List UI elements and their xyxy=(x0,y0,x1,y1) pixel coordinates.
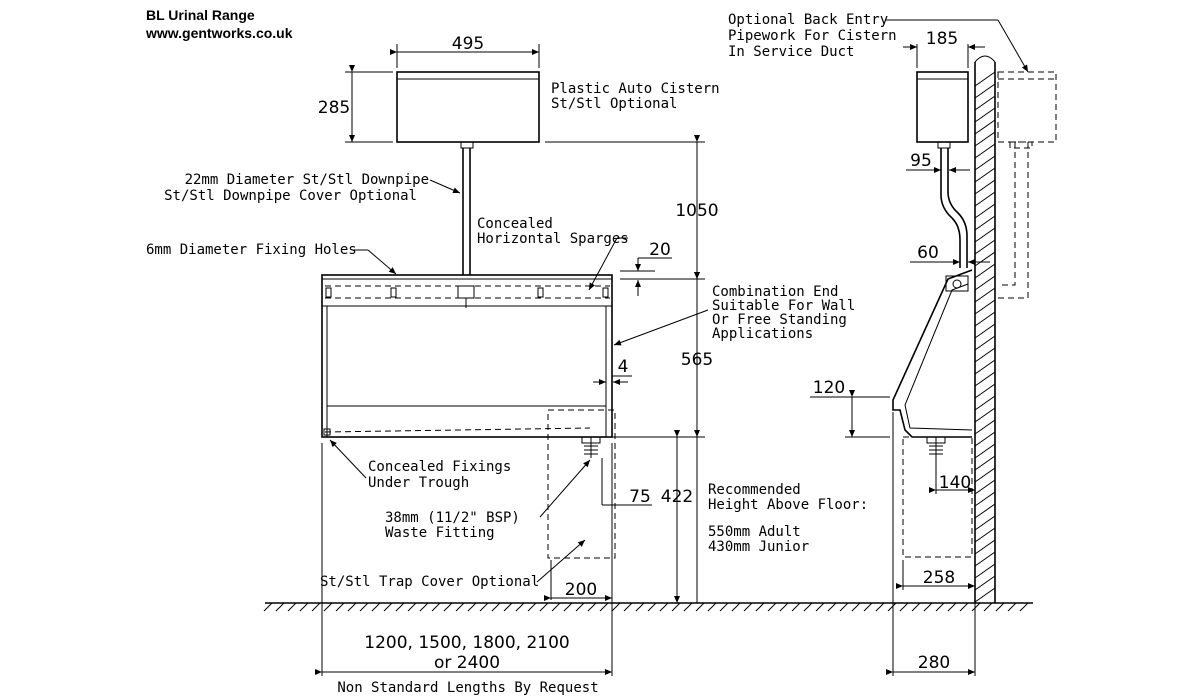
dim-pipe-height: 1050 xyxy=(675,201,718,221)
dim-overall-depth: 280 xyxy=(918,653,950,673)
label-back-entry-1: Optional Back Entry xyxy=(728,12,888,28)
cistern-side xyxy=(916,71,969,149)
label-fixings-2: Under Trough xyxy=(368,475,469,491)
wall-section xyxy=(974,55,996,603)
label-back-entry-3: In Service Duct xyxy=(728,44,854,60)
label-height-2: Height Above Floor: xyxy=(708,497,868,513)
front-view xyxy=(321,71,616,559)
side-labels: Optional Back Entry Pipework For Cistern… xyxy=(728,12,1029,73)
label-height-junior: 430mm Junior xyxy=(708,539,809,555)
label-cistern-2: St/Stl Optional xyxy=(551,96,677,112)
floor-line xyxy=(263,602,1033,612)
dim-sparge-gap: 20 xyxy=(649,240,671,260)
cistern-front xyxy=(396,71,540,149)
trough-side xyxy=(892,269,973,438)
dim-lengths-line2: or 2400 xyxy=(434,653,500,673)
dim-cistern-width: 495 xyxy=(452,34,484,54)
non-standard-note: Non Standard Lengths By Request xyxy=(337,680,598,696)
optional-duct-cistern xyxy=(997,71,1057,299)
dim-pipe-bottom-offset: 60 xyxy=(917,243,939,263)
label-downpipe-2: St/Stl Downpipe Cover Optional xyxy=(164,188,417,204)
front-dimensions: 495 285 1050 20 565 4 75 422 xyxy=(315,34,719,696)
label-back-entry-2: Pipework For Cistern xyxy=(728,28,897,44)
label-end-4: Applications xyxy=(712,326,813,342)
trap-cover xyxy=(547,409,616,559)
label-end-2: Suitable For Wall xyxy=(712,298,855,314)
dim-lengths-line1: 1200, 1500, 1800, 2100 xyxy=(364,633,569,653)
label-end-3: Or Free Standing xyxy=(712,312,847,328)
dim-lip-height: 120 xyxy=(813,378,845,398)
label-height-adult: 550mm Adult xyxy=(708,524,801,540)
dim-trough-height: 565 xyxy=(681,350,713,370)
label-fixing-holes: 6mm Diameter Fixing Holes xyxy=(146,242,357,258)
dim-trap-width: 200 xyxy=(565,580,597,600)
drawing-title: BL Urinal Range xyxy=(146,7,255,23)
waste-side xyxy=(926,436,946,458)
label-sparges-2: Horizontal Sparges xyxy=(477,231,629,247)
downpipe xyxy=(462,148,471,275)
dim-cistern-depth: 185 xyxy=(926,29,958,49)
label-waste-1: 38mm (11/2" BSP) xyxy=(385,510,520,526)
front-labels: Plastic Auto Cistern St/Stl Optional 22m… xyxy=(146,81,868,590)
label-height-1: Recommended xyxy=(708,482,801,498)
sparge-fittings xyxy=(325,285,609,308)
trap-cover-side xyxy=(902,436,973,558)
website-url: www.gentworks.co.uk xyxy=(145,25,293,41)
label-fixings-1: Concealed Fixings xyxy=(368,459,511,475)
label-end-1: Combination End xyxy=(712,284,838,300)
dim-waste-projection: 140 xyxy=(939,473,971,493)
side-view xyxy=(892,55,1057,603)
dim-waste-offset: 75 xyxy=(629,487,651,507)
label-trap-cover: St/Stl Trap Cover Optional xyxy=(320,574,539,590)
dim-trap-height: 422 xyxy=(661,487,693,507)
label-downpipe-1: 22mm Diameter St/Stl Downpipe xyxy=(185,172,429,188)
side-dimensions: 185 95 60 120 140 258 280 xyxy=(810,29,990,676)
label-waste-2: Waste Fitting xyxy=(385,525,495,541)
dim-pipe-offset: 95 xyxy=(910,151,932,171)
label-sparges-1: Concealed xyxy=(477,216,553,232)
dim-cistern-height: 285 xyxy=(318,98,350,118)
dim-trap-depth: 258 xyxy=(923,568,955,588)
downpipe-side xyxy=(940,148,968,268)
dim-end-thickness: 4 xyxy=(618,357,629,377)
label-cistern-1: Plastic Auto Cistern xyxy=(551,81,720,97)
trough-front xyxy=(321,274,613,438)
waste-fitting xyxy=(581,436,601,458)
